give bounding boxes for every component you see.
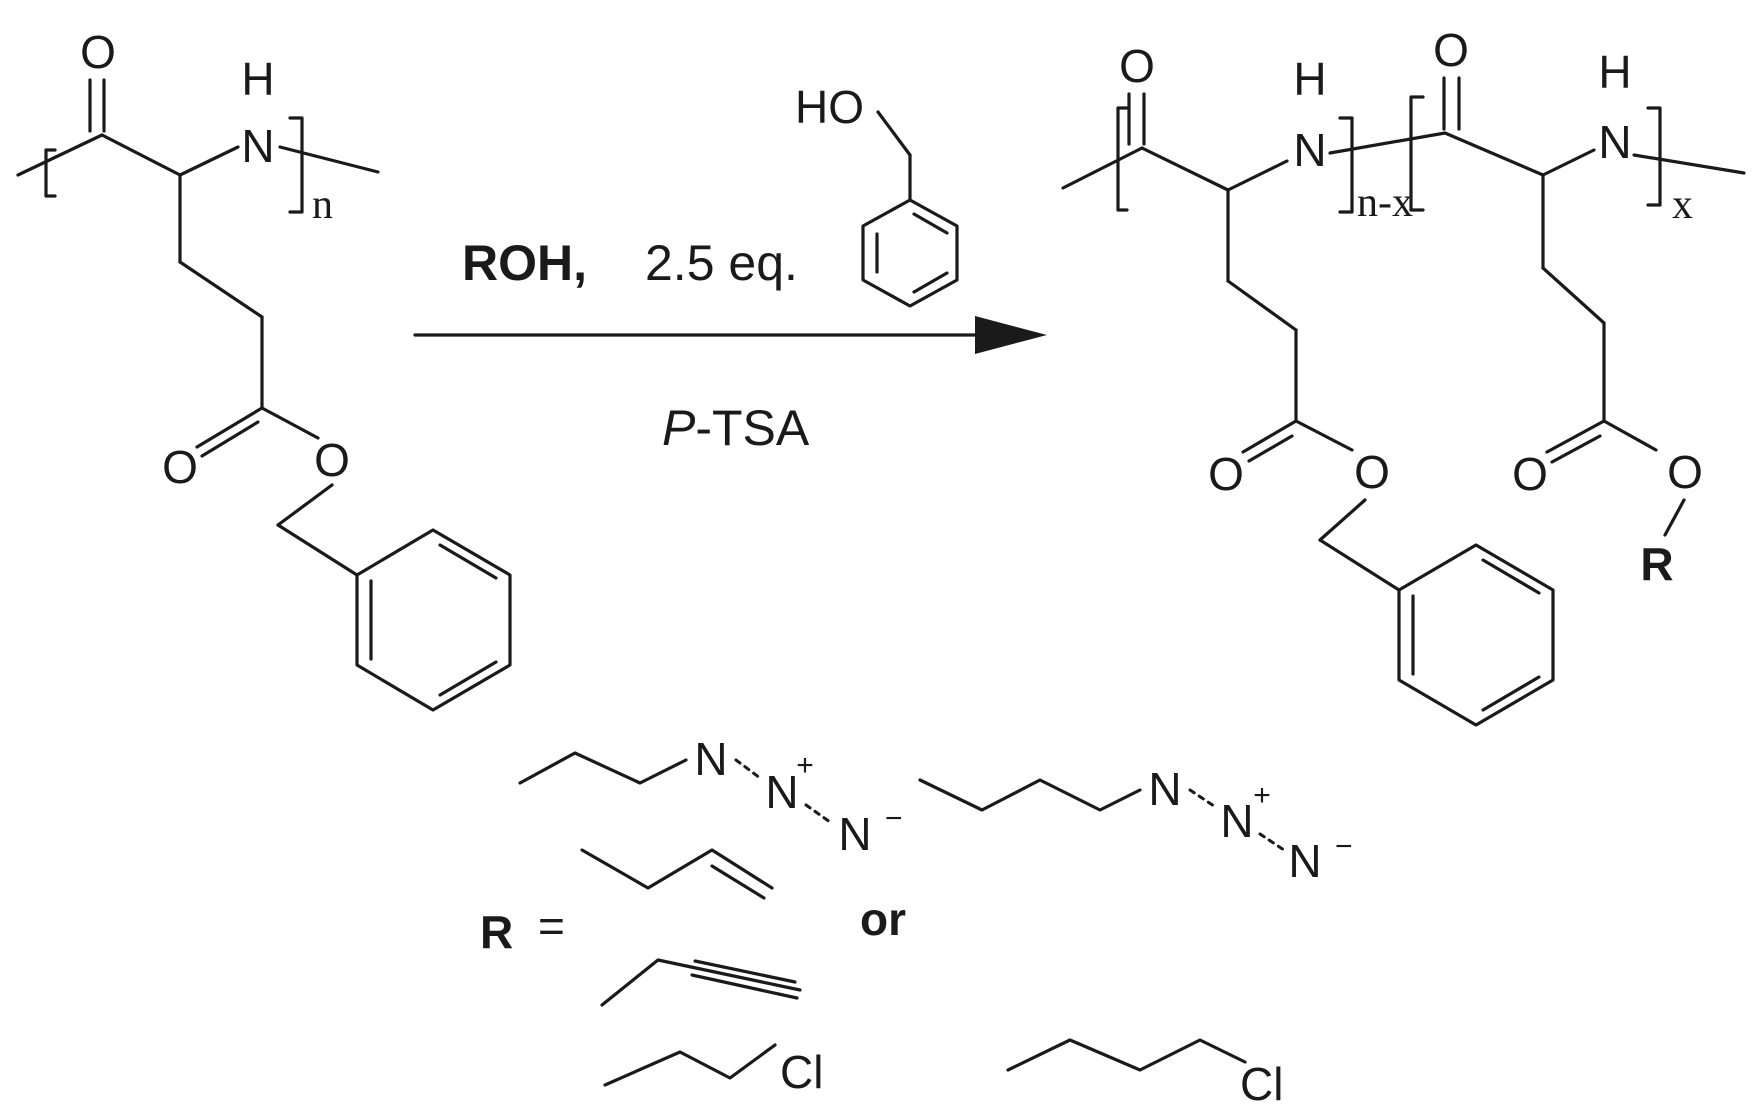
propyl-azide-structure: N N + N − bbox=[518, 733, 903, 860]
reactant-structure: O H N n O O bbox=[16, 26, 512, 712]
reactant-amide-nitrogen: N bbox=[241, 120, 274, 172]
reaction-arrow-head bbox=[975, 316, 1047, 354]
product-bonds bbox=[1061, 76, 1746, 727]
reagent-label: ROH, bbox=[462, 235, 587, 291]
product-ester1-oxygen: O bbox=[1354, 446, 1390, 498]
product-repeat-index-2: x bbox=[1672, 182, 1693, 228]
benzyl-alcohol-structure: HO bbox=[795, 81, 959, 308]
product-ester2-carbonyl-oxygen: O bbox=[1512, 448, 1548, 500]
butyl-azide-nitrogen-3: N bbox=[1288, 835, 1321, 887]
propyl-azide-minus: − bbox=[885, 802, 903, 835]
reactant-amide-hydrogen: H bbox=[241, 53, 274, 105]
r-group-equals: = bbox=[538, 900, 565, 952]
benzyl-alcohol-hydroxyl: HO bbox=[795, 81, 864, 133]
product-ester2-oxygen: O bbox=[1667, 446, 1703, 498]
product-amide-hydrogen-2: H bbox=[1598, 46, 1631, 98]
propyl-chloride-structure: Cl bbox=[603, 1043, 823, 1098]
product-structure: O H N n-x O H N x O O O O R bbox=[1061, 24, 1746, 727]
catalyst-label: P-TSA bbox=[662, 400, 810, 456]
reagent-equivalents: 2.5 eq. bbox=[645, 235, 798, 291]
reactant-ester-carbonyl-oxygen: O bbox=[162, 441, 198, 493]
reactant-carbonyl-oxygen: O bbox=[80, 26, 116, 78]
butyl-azide-minus: − bbox=[1335, 830, 1353, 863]
r-group-label: R bbox=[480, 906, 513, 958]
reactant-repeat-index: n bbox=[312, 182, 333, 228]
product-carbonyl-oxygen-1: O bbox=[1119, 40, 1155, 92]
butyl-chloride-structure: Cl bbox=[1006, 1038, 1283, 1110]
product-amide-nitrogen-1: N bbox=[1293, 124, 1326, 176]
product-amide-nitrogen-2: N bbox=[1598, 116, 1631, 168]
reactant-ester-oxygen: O bbox=[314, 434, 350, 486]
propargyl-structure bbox=[600, 958, 802, 1007]
butyl-azide-plus: + bbox=[1253, 779, 1271, 812]
product-amide-hydrogen-1: H bbox=[1293, 53, 1326, 105]
butyl-azide-nitrogen-1: N bbox=[1148, 763, 1181, 815]
reaction-conditions: ROH, 2.5 eq. P-TSA HO bbox=[413, 81, 1047, 456]
product-carbonyl-oxygen-2: O bbox=[1433, 24, 1469, 76]
catalyst-suffix: -TSA bbox=[695, 400, 810, 456]
product-ester1-carbonyl-oxygen: O bbox=[1208, 448, 1244, 500]
catalyst-prefix: P bbox=[662, 400, 696, 456]
propyl-chloride-chlorine: Cl bbox=[780, 1046, 823, 1098]
butyl-azide-structure: N N + N − bbox=[918, 763, 1353, 887]
reactant-bonds bbox=[16, 78, 512, 712]
product-r-group: R bbox=[1640, 538, 1673, 590]
product-repeat-index-1: n-x bbox=[1357, 180, 1413, 226]
r-group-or: or bbox=[860, 893, 906, 945]
butyl-chloride-chlorine: Cl bbox=[1240, 1058, 1283, 1110]
r-group-definitions: R = or N N + N − N N + N − bbox=[480, 733, 1353, 1110]
butyl-azide-nitrogen-2: N bbox=[1220, 795, 1253, 847]
allyl-structure bbox=[580, 848, 774, 900]
propyl-azide-plus: + bbox=[796, 749, 814, 782]
propyl-azide-nitrogen-3: N bbox=[838, 808, 871, 860]
propyl-azide-nitrogen-2: N bbox=[765, 766, 798, 818]
propyl-azide-nitrogen-1: N bbox=[694, 733, 727, 785]
